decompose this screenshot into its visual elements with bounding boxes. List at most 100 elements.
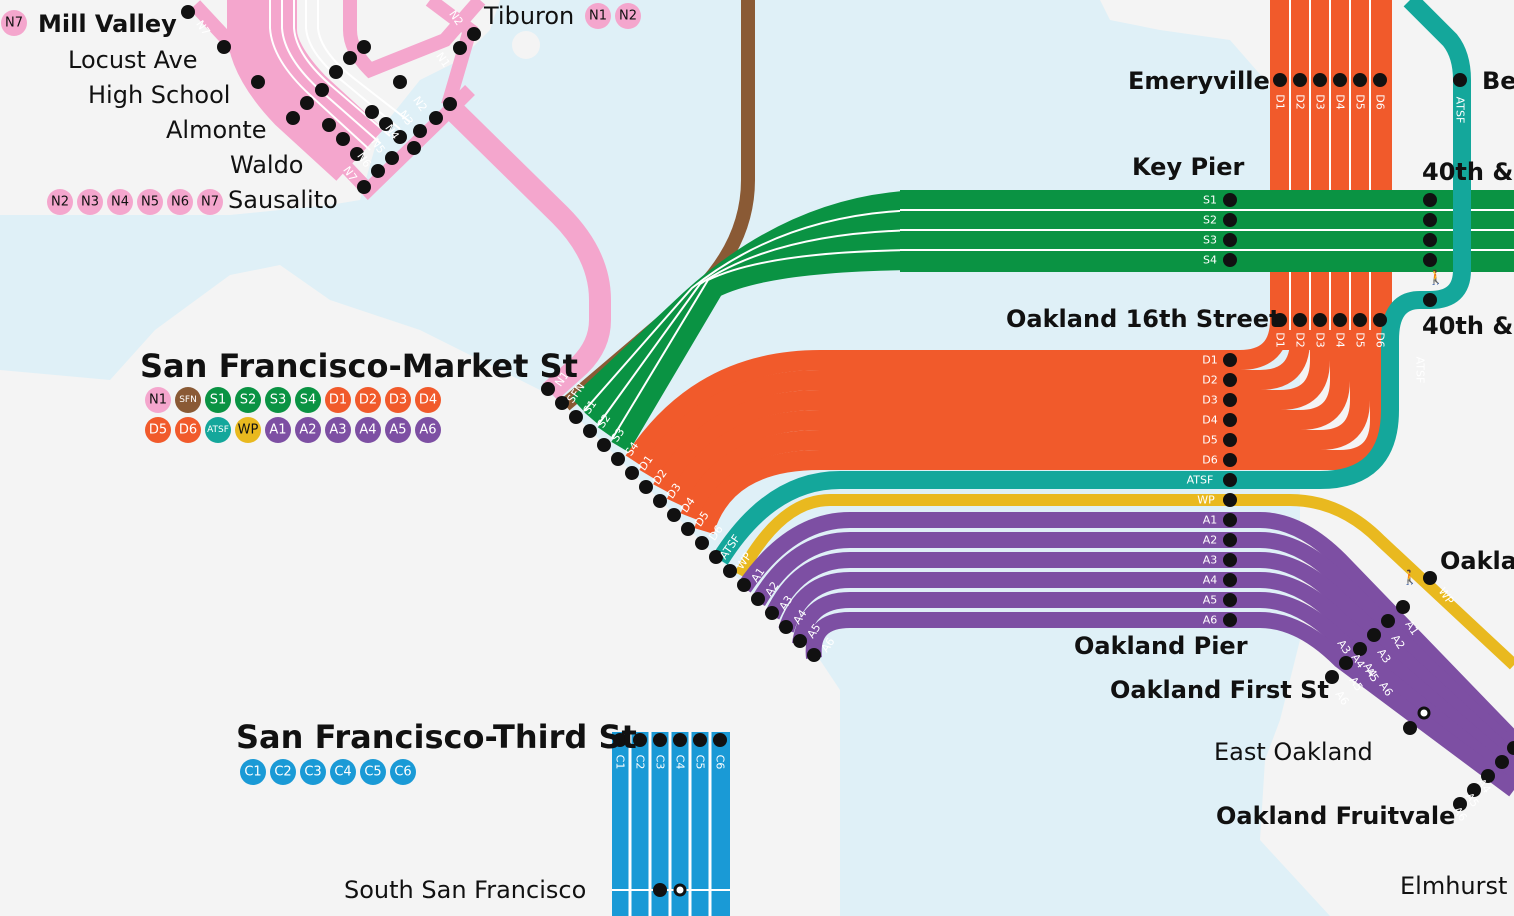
station-dot-marin[interactable]	[286, 111, 300, 125]
station-south-sf[interactable]: South San Francisco	[344, 876, 586, 904]
station-dot-market-st[interactable]	[765, 606, 779, 620]
station-dot-marin[interactable]	[407, 141, 421, 155]
station-dot-market-st[interactable]	[597, 438, 611, 452]
station-dot-market-st[interactable]	[751, 592, 765, 606]
station-dot-40th-atsf[interactable]	[1423, 293, 1437, 307]
station-dot-first-st[interactable]	[1423, 571, 1437, 585]
station-dot-16th[interactable]	[1353, 313, 1367, 327]
station-dot-marin[interactable]	[393, 130, 407, 144]
station-dot-first-st[interactable]	[1339, 656, 1353, 670]
station-key-pier[interactable]: Key Pier	[1132, 153, 1245, 181]
station-oakland[interactable]: Oakla	[1440, 547, 1514, 575]
station-dot-marin[interactable]	[357, 40, 371, 54]
station-dot-market-st[interactable]	[653, 494, 667, 508]
badge-D1[interactable]: D1	[325, 387, 351, 413]
station-dot-market-st[interactable]	[681, 522, 695, 536]
badge-D4[interactable]: D4	[415, 387, 441, 413]
badge-D2[interactable]: D2	[355, 387, 381, 413]
station-dot-south-sf-2[interactable]	[673, 883, 687, 897]
station-dot-key-pier[interactable]	[1223, 213, 1237, 227]
station-dot-16th[interactable]	[1293, 313, 1307, 327]
station-dot-market-st[interactable]	[779, 620, 793, 634]
station-dot-third-st[interactable]	[673, 733, 687, 747]
station-dot-oakland-pier[interactable]	[1223, 593, 1237, 607]
station-dot-market-st[interactable]	[667, 508, 681, 522]
station-dot-berkeley[interactable]	[1453, 73, 1467, 87]
badge-A1[interactable]: A1	[265, 417, 291, 443]
station-dot-third-st[interactable]	[693, 733, 707, 747]
station-dot-oakland-pier[interactable]	[1223, 533, 1237, 547]
station-tiburon[interactable]: Tiburon	[483, 2, 574, 30]
station-high-school[interactable]: High School	[88, 81, 230, 109]
station-dot-16th[interactable]	[1273, 313, 1287, 327]
station-berkeley[interactable]: Be	[1482, 67, 1514, 95]
station-dot-marin[interactable]	[379, 117, 393, 131]
badge-N3[interactable]: N3	[77, 189, 103, 215]
station-elmhurst[interactable]: Elmhurst	[1400, 872, 1507, 900]
badge-N2[interactable]: N2	[47, 189, 73, 215]
station-dot-third-st[interactable]	[633, 733, 647, 747]
badge-ATSF[interactable]: ATSF	[205, 417, 231, 443]
station-dot-16th[interactable]	[1373, 313, 1387, 327]
station-east-oakland[interactable]: East Oakland	[1214, 738, 1373, 766]
station-dot-east-oakland-2[interactable]	[1403, 721, 1417, 735]
station-dot-first-st[interactable]	[1353, 642, 1367, 656]
badge-N7[interactable]: N7	[1, 10, 27, 36]
station-dot-marin[interactable]	[251, 75, 265, 89]
station-dot-market-st[interactable]	[639, 480, 653, 494]
station-dot-marin[interactable]	[371, 164, 385, 178]
station-dot-oakland-pier[interactable]	[1223, 453, 1237, 467]
station-dot-oakland-pier[interactable]	[1223, 493, 1237, 507]
station-dot-40th[interactable]	[1423, 193, 1437, 207]
station-dot-marin[interactable]	[413, 124, 427, 138]
station-dot-marin[interactable]	[429, 111, 443, 125]
badge-A5[interactable]: A5	[385, 417, 411, 443]
station-dot-market-st[interactable]	[555, 396, 569, 410]
badge-C2[interactable]: C2	[270, 759, 296, 785]
station-dot-16th[interactable]	[1313, 313, 1327, 327]
station-dot-fruitvale[interactable]	[1453, 797, 1467, 811]
badge-S4[interactable]: S4	[295, 387, 321, 413]
station-dot-emeryville[interactable]	[1373, 73, 1387, 87]
station-dot-oakland-pier[interactable]	[1223, 373, 1237, 387]
station-dot-marin[interactable]	[329, 65, 343, 79]
station-dot-fruitvale[interactable]	[1481, 769, 1495, 783]
station-dot-market-st[interactable]	[723, 564, 737, 578]
station-dot-marin[interactable]	[385, 151, 399, 165]
station-dot-market-st[interactable]	[793, 634, 807, 648]
station-dot-marin[interactable]	[443, 97, 457, 111]
badge-S3[interactable]: S3	[265, 387, 291, 413]
station-dot-fruitvale[interactable]	[1467, 783, 1481, 797]
badge-SFN[interactable]: SFN	[175, 387, 201, 413]
station-dot-emeryville[interactable]	[1313, 73, 1327, 87]
badge-C5[interactable]: C5	[360, 759, 386, 785]
station-dot-marin[interactable]	[453, 41, 467, 55]
station-dot-key-pier[interactable]	[1223, 233, 1237, 247]
station-dot-market-st[interactable]	[737, 578, 751, 592]
badge-D5[interactable]: D5	[145, 417, 171, 443]
station-dot-first-st[interactable]	[1367, 628, 1381, 642]
station-dot-market-st[interactable]	[541, 382, 555, 396]
station-dot-third-st[interactable]	[613, 733, 627, 747]
station-dot-marin[interactable]	[357, 180, 371, 194]
badge-N4[interactable]: N4	[107, 189, 133, 215]
station-dot-market-st[interactable]	[583, 424, 597, 438]
badge-N2[interactable]: N2	[615, 3, 641, 29]
badge-A6[interactable]: A6	[415, 417, 441, 443]
station-dot-emeryville[interactable]	[1293, 73, 1307, 87]
station-dot-40th[interactable]	[1423, 253, 1437, 267]
station-dot-market-st[interactable]	[611, 452, 625, 466]
station-dot-marin[interactable]	[393, 75, 407, 89]
station-dot-oakland-pier[interactable]	[1223, 353, 1237, 367]
badge-N5[interactable]: N5	[137, 189, 163, 215]
station-40th-1[interactable]: 40th &	[1422, 158, 1513, 186]
station-locust-ave[interactable]: Locust Ave	[68, 46, 198, 74]
station-third-st[interactable]: San Francisco-Third St	[236, 718, 637, 756]
station-dot-oakland-pier[interactable]	[1223, 393, 1237, 407]
badge-C3[interactable]: C3	[300, 759, 326, 785]
station-sausalito[interactable]: Sausalito	[228, 186, 338, 214]
station-dot-oakland-pier[interactable]	[1223, 473, 1237, 487]
badge-WP[interactable]: WP	[235, 417, 261, 443]
station-oakland-first[interactable]: Oakland First St	[1110, 676, 1329, 704]
station-dot-16th[interactable]	[1333, 313, 1347, 327]
